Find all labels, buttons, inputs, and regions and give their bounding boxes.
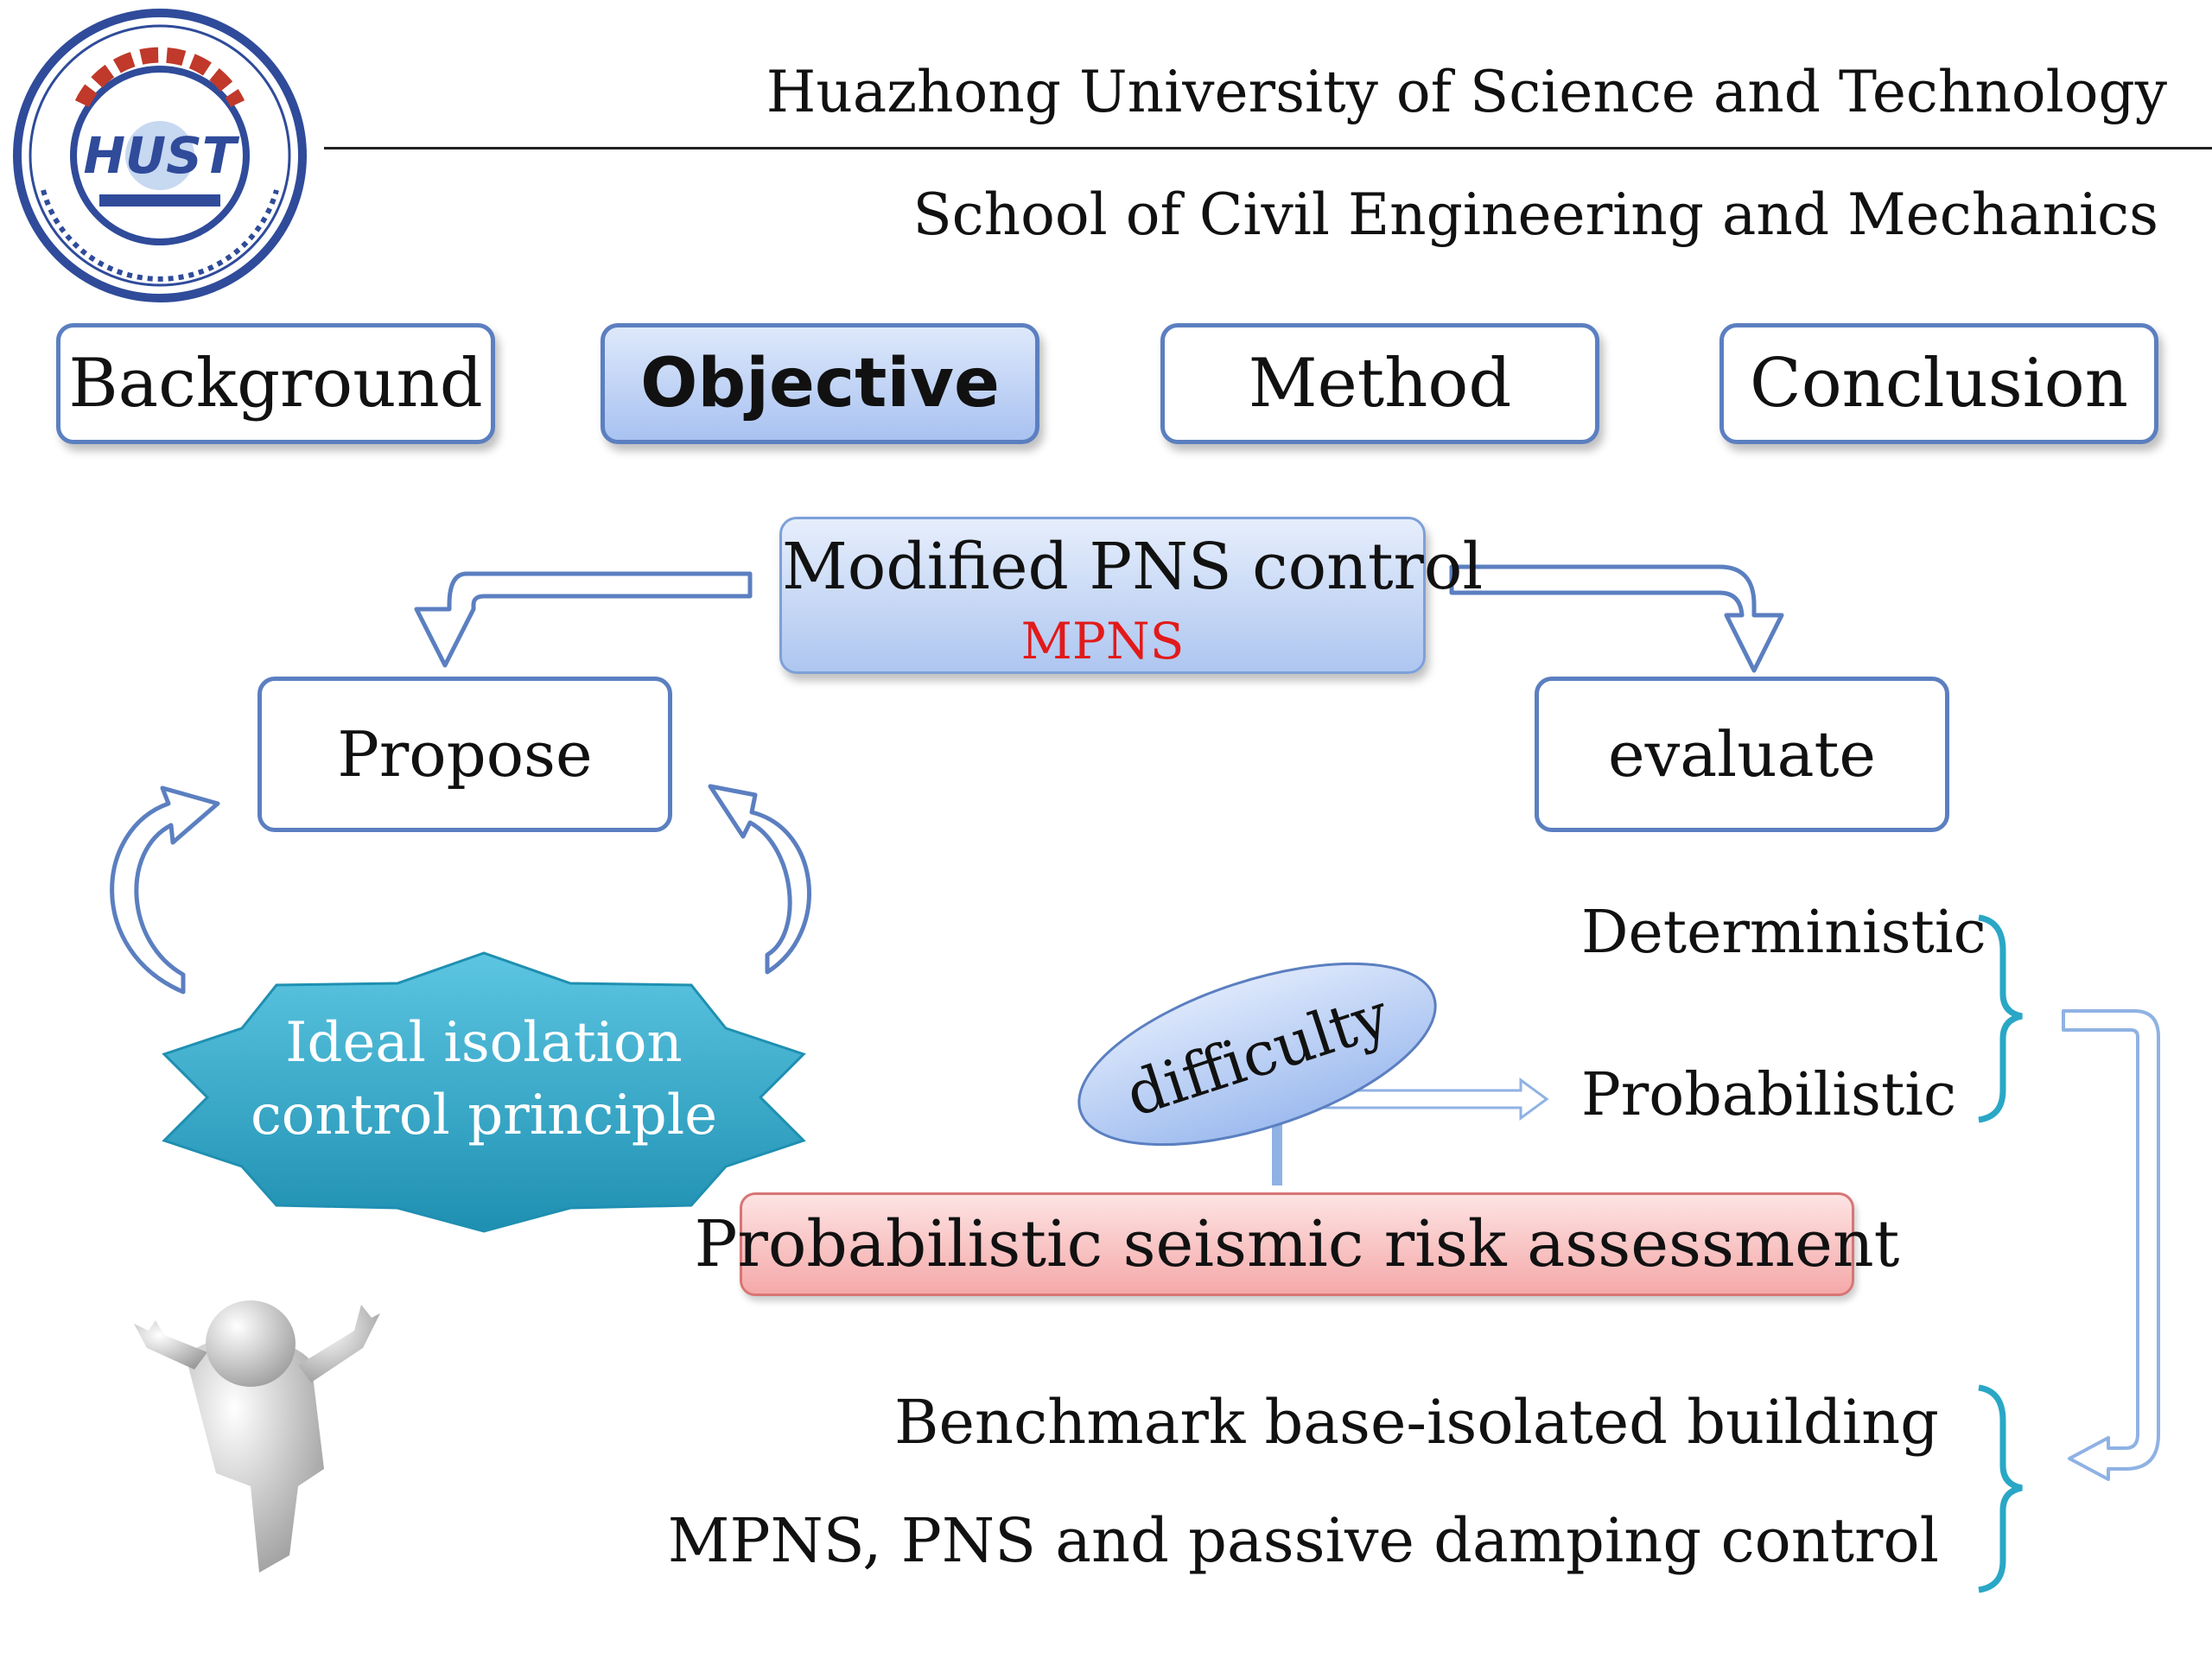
psra-box: Probabilistic seismic risk assessment [695, 1192, 1899, 1296]
benchmark-label: Benchmark base-isolated building [894, 1387, 1939, 1458]
arrow-to-propose [414, 571, 753, 668]
curved-arrow-right [708, 784, 811, 975]
bracket-arrow [2062, 1009, 2160, 1481]
core-title: Modified PNS control [782, 530, 1484, 604]
school-title: School of Civil Engineering and Mechanic… [912, 181, 2158, 248]
university-logo: HUST [13, 9, 307, 302]
header-divider [324, 147, 2212, 149]
probabilistic-label: Probabilistic [1581, 1061, 1957, 1129]
propose-box: Propose [257, 677, 672, 832]
university-title: Huazhong University of Science and Techn… [766, 59, 2167, 125]
brace-upper [1978, 914, 2023, 1123]
tab-conclusion[interactable]: Conclusion [1719, 323, 2158, 444]
brace-lower [1978, 1384, 2023, 1593]
controls-label: MPNS, PNS and passive damping control [667, 1505, 1939, 1576]
difficulty-arrow [1294, 1077, 1549, 1121]
difficulty-oval [1077, 962, 1437, 1147]
curved-arrow-left [110, 785, 220, 995]
tab-objective[interactable]: Objective [601, 323, 1039, 444]
person-figure [134, 1300, 380, 1573]
evaluate-box: evaluate [1535, 677, 1949, 832]
arrow-to-evaluate [1449, 564, 1784, 673]
principle-label: Ideal isolation control principle [250, 1011, 718, 1147]
svg-text:HUST: HUST [84, 126, 240, 185]
tab-background[interactable]: Background [56, 323, 495, 444]
tab-method[interactable]: Method [1160, 323, 1599, 444]
core-abbrev: MPNS [1020, 612, 1185, 671]
deterministic-label: Deterministic [1581, 899, 1986, 967]
core-concept-box: Modified PNS control MPNS [779, 517, 1484, 674]
principle-starburst [162, 951, 806, 1233]
